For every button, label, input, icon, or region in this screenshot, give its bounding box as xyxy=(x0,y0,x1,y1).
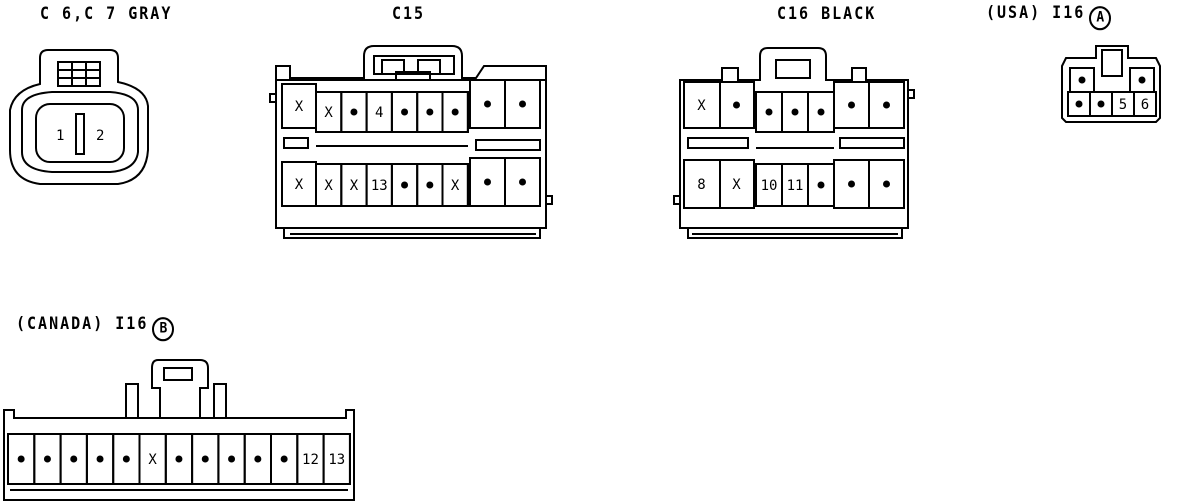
i16b-pin-9-dot xyxy=(254,455,262,463)
c15-bottom-mid-2: 13 xyxy=(371,178,388,194)
c16-top-mid-0-dot xyxy=(765,108,773,116)
c16-top-mid-1-dot xyxy=(791,108,799,116)
c15-top-right-1-cell xyxy=(504,79,541,129)
c16-bottom-left-0: 8 xyxy=(697,177,705,193)
c15-bottom-mid-5-cell xyxy=(441,163,469,207)
c15-top-mid-5-cell xyxy=(441,91,469,133)
c15-bottom-mid-1: X xyxy=(350,178,359,194)
c15-bottom-right-1-dot xyxy=(519,178,526,186)
c16-top-left-1-dot xyxy=(733,101,740,109)
i16a-label-text: (USA) I16 xyxy=(986,2,1086,23)
i16b-pin-10-dot xyxy=(280,455,288,463)
c16-top-right-1-cell xyxy=(868,81,905,129)
i16b-connector: X 12 13 xyxy=(3,359,355,501)
c15-bottom-left: X xyxy=(295,177,304,193)
i16b-pin-12-cell xyxy=(322,433,351,485)
i16a-top-0-dot xyxy=(1078,76,1086,84)
c16-bottom-left-1: X xyxy=(732,177,741,193)
i16b-pin-4-dot xyxy=(122,455,130,463)
c16-top-left-0: X xyxy=(697,98,706,114)
i16b-pin-8-dot xyxy=(228,455,236,463)
i16b-pin-2-dot xyxy=(70,455,78,463)
c16-top-right-0-dot xyxy=(848,101,855,109)
c6c7-pin-1: 1 xyxy=(56,128,64,144)
c16-bottom-mid-2-dot xyxy=(817,181,825,189)
c16-bottom-mid-0: 10 xyxy=(761,178,778,194)
c15-bottom-mid-4-dot xyxy=(426,181,434,189)
i16a-badge: A xyxy=(1089,6,1112,31)
c15-top-right-0-dot xyxy=(484,100,491,108)
i16a-bottom-2: 5 xyxy=(1119,97,1127,113)
c16-bottom-right-0-dot xyxy=(848,180,855,188)
c6c7-pin-2: 2 xyxy=(96,128,104,144)
c6c7-connector: 1 2 xyxy=(9,49,149,185)
i16a-bottom-0-dot xyxy=(1075,100,1083,108)
c16-top-right-1-dot xyxy=(883,101,890,109)
i16b-pin-0-dot xyxy=(17,455,25,463)
c15-bottom-mid-0: X xyxy=(324,178,333,194)
c16-bottom-right-1-dot xyxy=(883,180,890,188)
i16b-badge: B xyxy=(152,317,175,342)
i16a-bottom-3-cell xyxy=(1133,91,1157,117)
c15-top-right-1-dot xyxy=(519,100,526,108)
c16-connector: X 8 X 10 11 xyxy=(673,47,915,239)
i16b-pin-6-dot xyxy=(175,455,183,463)
c6c7-label: C 6,C 7 GRAY xyxy=(40,3,173,24)
i16a-top-1-dot xyxy=(1138,76,1146,84)
c15-top-mid-1-dot xyxy=(350,108,358,116)
c15-bottom-mid-3-dot xyxy=(401,181,409,189)
c15-top-mid-0: X xyxy=(324,105,333,121)
i16b-pin-5: X xyxy=(148,452,157,468)
c15-top-mid-2: 4 xyxy=(375,105,383,121)
c16-bottom-right-1-cell xyxy=(868,159,905,209)
i16b-pin-7-dot xyxy=(201,455,209,463)
i16a-bottom-1-dot xyxy=(1097,100,1105,108)
c15-bottom-right-0-dot xyxy=(484,178,491,186)
c15-top-mid-4-dot xyxy=(426,108,434,116)
c15-top-mid-3-dot xyxy=(401,108,409,116)
c16-label: C16 BLACK xyxy=(777,3,877,24)
i16a-bottom-3: 6 xyxy=(1141,97,1149,113)
c15-label: C15 xyxy=(392,3,426,24)
i16b-label-text: (CANADA) I16 xyxy=(16,313,149,334)
c15-top-mid-5-dot xyxy=(451,108,459,116)
c16-top-mid-2-dot xyxy=(817,108,825,116)
i16b-pin-12: 13 xyxy=(328,452,345,468)
c16-bottom-mid-1: 11 xyxy=(787,178,804,194)
i16b-pin-3-dot xyxy=(96,455,104,463)
c15-bottom-mid-5: X xyxy=(451,178,460,194)
c15-top-left: X xyxy=(295,99,304,115)
i16b-pin-11: 12 xyxy=(302,452,319,468)
i16b-pin-1-dot xyxy=(43,455,51,463)
c15-bottom-right-1-cell xyxy=(504,157,541,207)
